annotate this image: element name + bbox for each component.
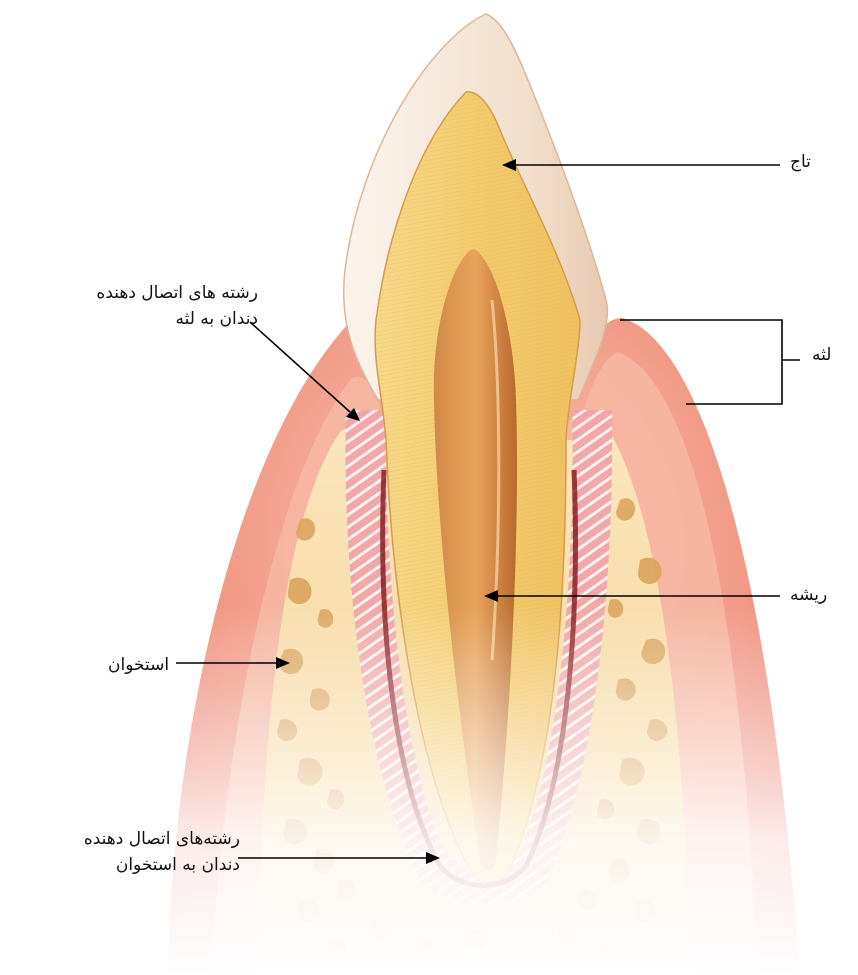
label-bone: استخوان <box>108 652 169 678</box>
label-gum-fibers: رشته های اتصال دهنده دندان به لثه <box>18 280 258 333</box>
label-gum-text: لثه <box>812 342 831 368</box>
label-bone-fibers-line1: رشته‌های اتصال دهنده <box>8 826 240 852</box>
label-bone-fibers: رشته‌های اتصال دهنده دندان به استخوان <box>8 826 240 879</box>
label-crown: تاج <box>790 149 811 175</box>
label-bone-fibers-line2: دندان به استخوان <box>8 852 240 878</box>
label-gum-fibers-line1: رشته های اتصال دهنده <box>18 280 258 306</box>
label-gum: لثه <box>812 342 831 368</box>
label-gum-fibers-line2: دندان به لثه <box>18 306 258 332</box>
label-root-text: ریشه <box>790 582 827 608</box>
label-root: ریشه <box>790 582 827 608</box>
label-crown-text: تاج <box>790 149 811 175</box>
label-bone-text: استخوان <box>108 652 169 678</box>
